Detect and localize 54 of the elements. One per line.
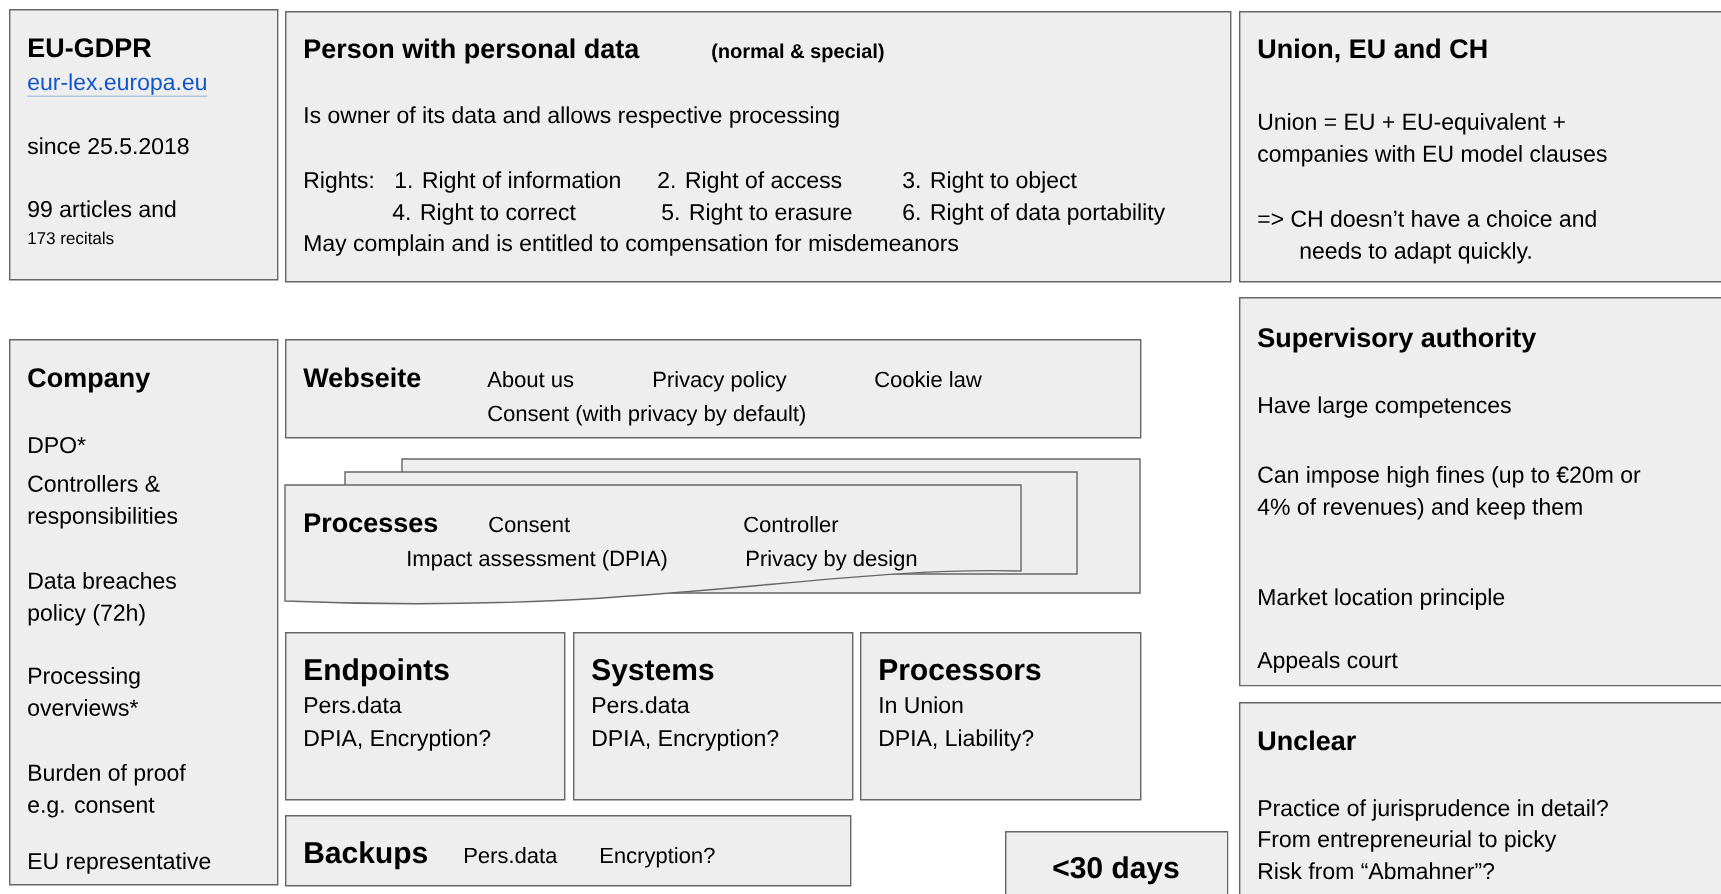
body-text: Have large competences [1259, 396, 1511, 418]
body-text: From entrepreneurial to picky [1259, 830, 1557, 852]
body-text: Burden of proof e.g. consent [28, 764, 186, 818]
body-text: Consent (with privacy by default) [488, 405, 805, 426]
heading: Backups [305, 841, 427, 870]
body-text: About us [487, 371, 574, 388]
body-text: since 25.5.2018 [27, 137, 189, 155]
body-text: DPIA, Liability? [880, 729, 1034, 751]
body-text: DPO* [29, 436, 86, 454]
body-text: Is owner of its data and allows respective processing [305, 106, 839, 128]
body-text: Market location principle [1259, 588, 1505, 610]
body-text: 4. Right to correct [392, 203, 576, 225]
body-text: Pers.data [305, 696, 402, 714]
body-text: Union = EU + EU-equivalent + companies with EU model clauses [1258, 113, 1607, 167]
body-text: 6. Right of data portability [903, 203, 1166, 225]
heading: Company [28, 368, 151, 393]
heading: Processors [880, 659, 1041, 681]
body-text: 1. Right of information [395, 171, 620, 193]
body-text: May complain and is entitled to compensation for misdemeanors [305, 234, 959, 256]
body-text: 5. Right to erasure [662, 203, 852, 225]
body-text: => CH doesn’t have a choice and needs to adapt quickly. [1258, 210, 1596, 264]
body-text: 2. Right of access [658, 171, 842, 193]
body-text: 173 recitals [28, 231, 114, 245]
body-text: Pers.data [465, 847, 558, 864]
body-text: Processing overviews* [28, 667, 140, 716]
body-text: DPIA, Encryption? [305, 729, 491, 751]
body-text: Pers.data [593, 696, 690, 714]
body-text: Controllers & responsibilities [28, 475, 178, 529]
link: eur-lex.europa.eu [27, 73, 208, 97]
heading: Person with personal data [305, 38, 640, 64]
heading: Unclear [1258, 730, 1356, 751]
body-text: Rights: [305, 171, 373, 193]
body-text: Encryption? [601, 847, 715, 868]
subheading: (normal & special) [712, 43, 884, 63]
body-text: In Union [880, 696, 963, 714]
heading: Systems [592, 659, 714, 687]
heading: Supervisory authority [1258, 327, 1537, 353]
heading: EU-GDPR [29, 38, 152, 58]
body-text: Data breaches policy (72h) [28, 572, 176, 626]
body-text: Risk from “Abmahner”? [1259, 862, 1495, 880]
body-text: EU representative [29, 852, 211, 874]
heading: Endpoints [305, 658, 449, 687]
body-text: Can impose high fines (up to €20m or 4% of revenues) and keep them [1257, 466, 1641, 520]
body-text: 3. Right to object [903, 171, 1077, 193]
heading: Webseite [303, 367, 421, 388]
body-text: Appeals court [1257, 651, 1398, 673]
heading: Union, EU and CH [1258, 38, 1487, 63]
heading: Processes [305, 513, 438, 533]
body-text: Privacy policy [654, 371, 787, 392]
body-text: Cookie law [875, 371, 982, 388]
body-text: 99 articles and [28, 200, 176, 218]
heading: <30 days [1053, 856, 1179, 885]
body-text: Practice of jurisprudence in detail? [1259, 799, 1608, 821]
body-text: DPIA, Encryption? [593, 729, 779, 751]
